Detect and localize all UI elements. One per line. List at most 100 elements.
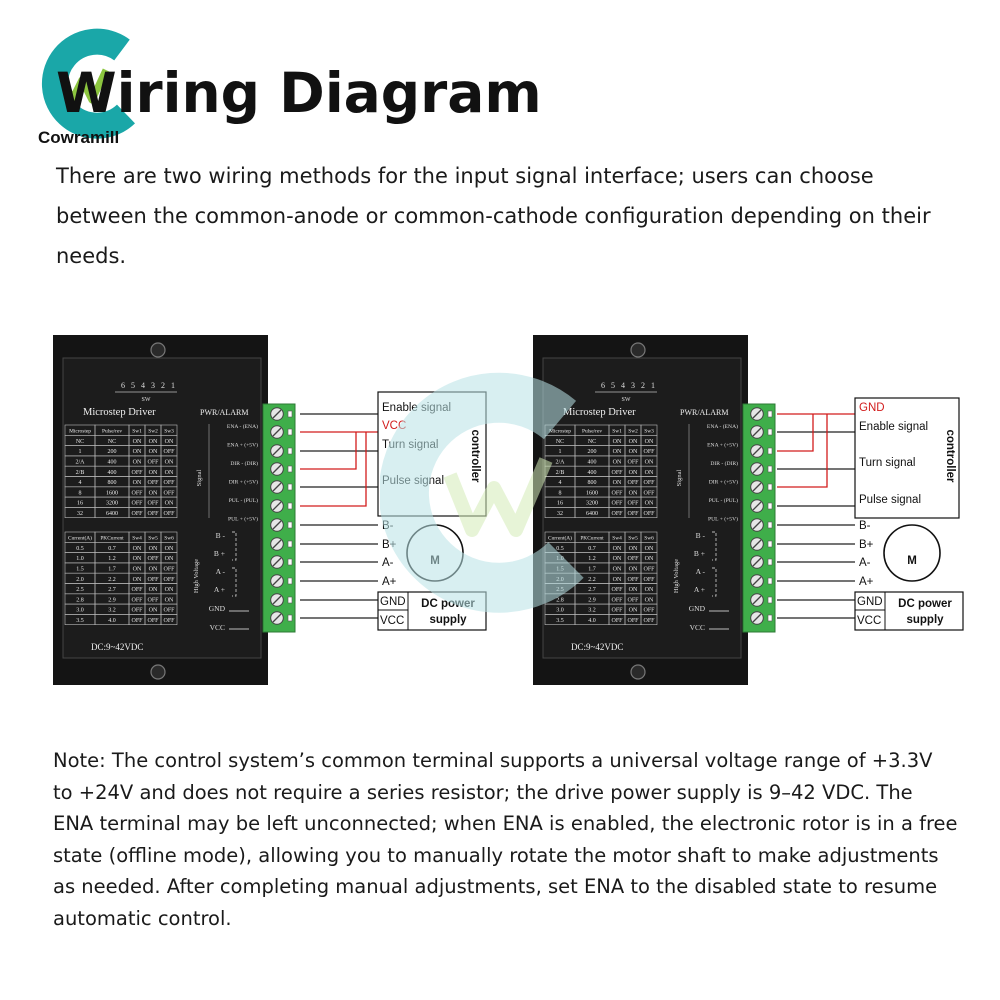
terminal-screw-slot xyxy=(752,409,762,419)
note-paragraph: Note: The control system’s common termin… xyxy=(53,749,958,930)
current-table-cell: 2.8 xyxy=(556,597,564,603)
current-table-cell: 1.0 xyxy=(556,556,564,562)
power-gnd-label: GND xyxy=(857,596,883,608)
signal-label: Turn signal xyxy=(859,457,915,469)
microstep-table-cell: ON xyxy=(645,501,654,507)
current-table-cell: ON xyxy=(645,597,654,603)
current-table-cell: 2.8 xyxy=(76,597,84,603)
current-table-cell: OFF xyxy=(611,618,623,624)
terminal-slot xyxy=(767,596,773,604)
motor-circle-icon xyxy=(883,524,941,582)
power-supply-title: DC power xyxy=(898,598,952,610)
current-table-cell: 2.7 xyxy=(108,587,116,593)
microstep-table-cell: NC xyxy=(588,439,596,445)
current-table-cell: Sw4 xyxy=(612,536,622,542)
microstep-table-cell: ON xyxy=(149,490,158,496)
microstep-table-cell: OFF xyxy=(147,501,159,507)
current-table-cell: PKCurrent xyxy=(580,536,604,542)
current-table-cell-border xyxy=(160,614,178,625)
coil-symbol xyxy=(712,567,717,597)
current-table-cell: ON xyxy=(133,577,142,583)
power-terminal-label: B - xyxy=(696,531,706,540)
microstep-table-cell: NC xyxy=(76,439,84,445)
terminal-slot xyxy=(767,410,773,418)
terminal-slot xyxy=(287,428,293,436)
motor-symbol: M xyxy=(430,555,440,567)
terminal-screw-slot xyxy=(752,446,762,456)
current-table-cell: 3.0 xyxy=(76,608,84,614)
microstep-table-cell: Sw1 xyxy=(612,429,622,435)
current-table-cell: 3.0 xyxy=(556,608,564,614)
microstep-table-cell: NC xyxy=(108,439,116,445)
microstep-table-cell: ON xyxy=(645,460,654,466)
microstep-table-cell: OFF xyxy=(643,480,655,486)
driver-panel xyxy=(62,357,262,659)
terminal-screw-slot xyxy=(752,482,762,492)
signal-label: Pulse signal xyxy=(859,494,921,506)
pwr-alarm-label: PWR/ALARM xyxy=(200,408,248,417)
microstep-table-cell: 32 xyxy=(77,511,83,517)
microstep-table-cell: ON xyxy=(133,480,142,486)
microstep-table-cell: ON xyxy=(629,470,638,476)
power-terminal-label: A - xyxy=(216,567,226,576)
microstep-table-cell: 1 xyxy=(559,449,562,455)
current-table-cell: OFF xyxy=(643,618,655,624)
terminal-slot xyxy=(287,465,293,473)
page-title: Wiring Diagram xyxy=(56,61,542,125)
current-table-cell: OFF xyxy=(627,577,639,583)
current-table-cell: 1.7 xyxy=(588,567,596,573)
current-table-cell: ON xyxy=(613,546,622,552)
signal-terminal-label: ENA + (+5V) xyxy=(707,442,738,449)
signal-label: Enable signal xyxy=(382,402,451,414)
dip-switch-number: 5 xyxy=(611,381,615,390)
microstep-table-cell: OFF xyxy=(163,480,175,486)
terminal-screw-slot xyxy=(272,539,282,549)
microstep-table-cell: OFF xyxy=(611,490,623,496)
microstep-table-cell: OFF xyxy=(643,449,655,455)
signal-terminal-label: DIR + (+5V) xyxy=(709,479,738,486)
microstep-table-cell: 6400 xyxy=(106,511,118,517)
driver-panel xyxy=(542,357,742,659)
power-terminal-label: GND xyxy=(209,604,226,613)
microstep-table-cell: 16 xyxy=(557,501,563,507)
current-table-cell: Sw5 xyxy=(148,536,158,542)
current-table-cell: ON xyxy=(149,567,158,573)
signal-terminal-label: ENA - (ENA) xyxy=(227,423,258,430)
terminal-slot xyxy=(767,447,773,455)
motor-circle-icon xyxy=(406,524,464,582)
current-table-cell: PKCurrent xyxy=(100,536,124,542)
current-table-cell: ON xyxy=(613,556,622,562)
current-table-cell: 1.2 xyxy=(108,556,116,562)
current-table-cell: ON xyxy=(629,546,638,552)
signal-terminal-label: PUL + (+5V) xyxy=(708,516,738,523)
wire-common-dir xyxy=(300,432,357,470)
terminal-screw-slot xyxy=(272,595,282,605)
microstep-table-cell: 1 xyxy=(79,449,82,455)
current-table-cell: 2.9 xyxy=(588,597,596,603)
dip-switch-number: 6 xyxy=(601,381,605,390)
current-table-cell: 1.0 xyxy=(76,556,84,562)
dip-switch-number: 2 xyxy=(161,381,165,390)
microstep-table-cell: Pulse/rev xyxy=(102,429,122,435)
dip-switch-number: 6 xyxy=(121,381,125,390)
current-table-cell: 4.0 xyxy=(588,618,596,624)
microstep-table-cell: ON xyxy=(629,449,638,455)
signal-label: GND xyxy=(859,402,885,414)
motor-terminal-label: A- xyxy=(382,557,394,569)
current-table-cell: OFF xyxy=(627,556,639,562)
dip-switch-number: 5 xyxy=(131,381,135,390)
terminal-slot xyxy=(287,596,293,604)
current-table-cell: OFF xyxy=(611,597,623,603)
pwr-alarm-label: PWR/ALARM xyxy=(680,408,728,417)
current-table-cell: Sw6 xyxy=(644,536,654,542)
current-table-cell: Sw4 xyxy=(132,536,142,542)
microstep-table-cell: 16 xyxy=(77,501,83,507)
signal-label: Enable signal xyxy=(859,421,928,433)
current-table-cell: OFF xyxy=(627,618,639,624)
current-table-cell: ON xyxy=(613,567,622,573)
terminal-slot xyxy=(767,502,773,510)
terminal-screw-slot xyxy=(272,613,282,623)
microstep-table-cell: OFF xyxy=(147,511,159,517)
current-table-cell: ON xyxy=(149,546,158,552)
